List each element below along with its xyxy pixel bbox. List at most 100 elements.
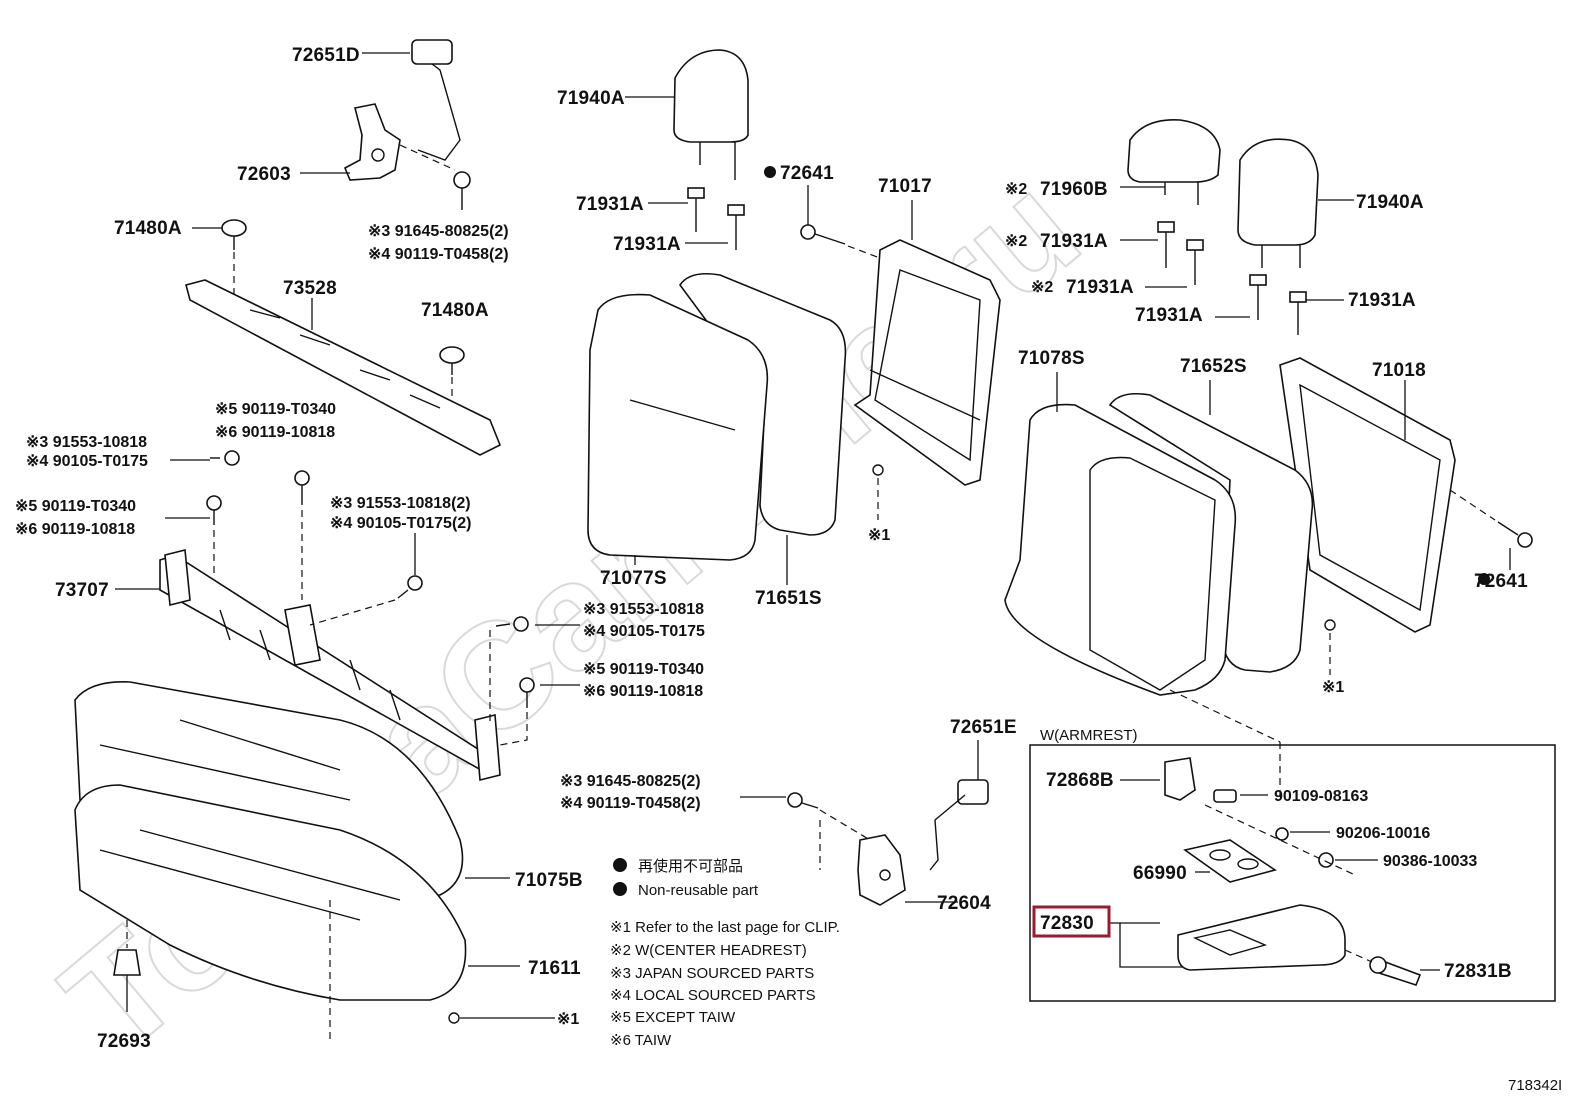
label-72604[interactable]: 72604 (937, 893, 991, 914)
label-71077S[interactable]: 71077S (600, 568, 667, 589)
bolt-91645-80825[interactable] (453, 171, 471, 210)
clip-71480A-left[interactable] (221, 219, 247, 250)
part-71611[interactable] (74, 784, 467, 1001)
part-71931A-f[interactable] (1289, 291, 1307, 335)
part-71940A-left[interactable] (673, 49, 749, 180)
label-72651E[interactable]: 72651E (950, 717, 1017, 738)
label-72651D[interactable]: 72651D (292, 45, 360, 66)
label-71611[interactable]: 71611 (528, 958, 581, 979)
part-71931A-e[interactable] (1249, 274, 1267, 320)
label-72641-right[interactable]: 72641 (1474, 571, 1528, 592)
label-72868B[interactable]: 72868B (1046, 770, 1114, 791)
fastener-line[interactable]: ※5 90119-T0340 (215, 401, 336, 418)
fastener-line[interactable]: ※6 90119-10818 (15, 521, 135, 538)
clip-71480A-mid[interactable] (439, 346, 465, 375)
part-90206-10016[interactable] (1275, 827, 1289, 841)
part-72868B[interactable] (1164, 757, 1196, 801)
label-73707[interactable]: 73707 (55, 580, 109, 601)
screw-91553-10818-right[interactable] (495, 616, 529, 632)
part-71931A-a[interactable] (687, 187, 705, 232)
label-66990[interactable]: 66990 (1133, 863, 1187, 884)
note-6: ※6 TAIW (610, 1032, 672, 1049)
part-72651D[interactable] (411, 39, 461, 161)
fastener-line[interactable]: ※6 90119-10818 (215, 424, 335, 441)
label-73528[interactable]: 73528 (283, 278, 337, 299)
part-71931A-b[interactable] (727, 204, 745, 250)
label-71017[interactable]: 71017 (878, 176, 932, 197)
part-90386-10033[interactable] (1318, 852, 1334, 868)
label-71078S[interactable]: 71078S (1018, 348, 1085, 369)
label-72831B[interactable]: 72831B (1444, 961, 1512, 982)
fastener-line[interactable]: ※6 90119-10818 (583, 683, 703, 700)
label-72641-top[interactable]: 72641 (780, 163, 834, 184)
label-71931A-5[interactable]: 71931A (1135, 305, 1203, 326)
part-71078S[interactable] (1004, 403, 1237, 696)
label-71931A-6[interactable]: 71931A (1348, 290, 1416, 311)
fastener-line[interactable]: ※5 90119-T0340 (583, 661, 704, 678)
part-71931A-d[interactable] (1186, 239, 1204, 285)
fastener-group-4: ※5 90119-T0340 ※6 90119-10818 (15, 498, 136, 538)
part-71940A-right[interactable] (1237, 138, 1319, 268)
fastener-line[interactable]: ※4 90105-T0175(2) (330, 515, 472, 532)
part-72831B[interactable] (1369, 956, 1422, 986)
label-71931A-4[interactable]: 71931A (1066, 277, 1134, 298)
part-66990[interactable] (1183, 839, 1277, 883)
note-2: ※2 W(CENTER HEADREST) (610, 942, 807, 959)
bolt-91645-80825-lower[interactable] (787, 792, 819, 809)
fastener-group-6: ※3 91553-10818 ※4 90105-T0175 (583, 601, 705, 640)
fastener-line[interactable]: ※4 90119-T0458(2) (560, 795, 701, 812)
label-90386-10033[interactable]: 90386-10033 (1383, 853, 1477, 870)
part-71931A-c[interactable] (1157, 221, 1175, 268)
label-72830[interactable]: 72830 (1040, 913, 1094, 934)
fastener-line[interactable]: ※4 90119-T0458(2) (368, 246, 509, 263)
fastener-line[interactable]: ※5 90119-T0340 (15, 498, 136, 515)
label-71931A-1[interactable]: 71931A (576, 194, 644, 215)
label-71940A-left[interactable]: 71940A (557, 88, 625, 109)
label-71931A-3[interactable]: 71931A (1040, 231, 1108, 252)
label-90109-08163[interactable]: 90109-08163 (1274, 788, 1368, 805)
clip-72693[interactable] (113, 949, 141, 976)
fastener-line[interactable]: ※3 91553-10818 (583, 601, 704, 618)
screw-91553-10818-center[interactable] (397, 575, 423, 599)
label-71480A-mid[interactable]: 71480A (421, 300, 489, 321)
part-72603[interactable] (343, 103, 401, 181)
label-72693[interactable]: 72693 (97, 1031, 151, 1052)
screw-90105-T0175[interactable] (210, 450, 240, 466)
non-reusable-dot-icon (764, 166, 776, 178)
part-71077S[interactable] (587, 293, 769, 561)
bolt-72641-top[interactable] (800, 224, 846, 245)
label-71931A-2[interactable]: 71931A (613, 234, 681, 255)
part-71960B[interactable] (1127, 119, 1221, 205)
fastener-line[interactable]: ※3 91553-10818(2) (330, 495, 471, 512)
screw-90119-T0340-left[interactable] (206, 495, 222, 525)
label-71960B[interactable]: 71960B (1040, 179, 1108, 200)
part-72830[interactable] (1177, 904, 1346, 971)
label-71652S[interactable]: 71652S (1180, 356, 1247, 377)
label-71480A-left[interactable]: 71480A (114, 218, 182, 239)
bolt-72641-right[interactable] (1497, 521, 1533, 548)
label-71651S[interactable]: 71651S (755, 588, 822, 609)
part-90109-08163[interactable] (1213, 789, 1237, 803)
part-71017[interactable] (853, 239, 1001, 486)
fastener-line[interactable]: ※3 91553-10818 (26, 434, 147, 451)
part-72651E[interactable] (929, 779, 989, 871)
part-71652S[interactable] (1108, 392, 1314, 673)
mark-71931A-b: ※2 (1031, 279, 1053, 296)
diagram-id: 718342I (1508, 1077, 1562, 1094)
part-71018[interactable] (1279, 357, 1456, 633)
label-71940A-right[interactable]: 71940A (1356, 192, 1424, 213)
label-72603[interactable]: 72603 (237, 164, 291, 185)
fastener-line[interactable]: ※3 91645-80825(2) (368, 223, 509, 240)
part-73528[interactable] (185, 279, 502, 456)
label-71075B[interactable]: 71075B (515, 870, 583, 891)
fastener-line[interactable]: ※3 91645-80825(2) (560, 773, 701, 790)
screw-90119-T0340-right[interactable] (519, 677, 535, 708)
label-71018[interactable]: 71018 (1372, 360, 1426, 381)
fastener-line[interactable]: ※4 90105-T0175 (583, 623, 705, 640)
part-72604[interactable] (857, 834, 906, 906)
label-90206-10016[interactable]: 90206-10016 (1336, 825, 1430, 842)
mark-clip-right: ※1 (1322, 679, 1344, 696)
screw-90119-T0340-mid[interactable] (294, 470, 310, 505)
fastener-line[interactable]: ※4 90105-T0175 (26, 453, 148, 470)
part-73707[interactable] (159, 548, 501, 782)
